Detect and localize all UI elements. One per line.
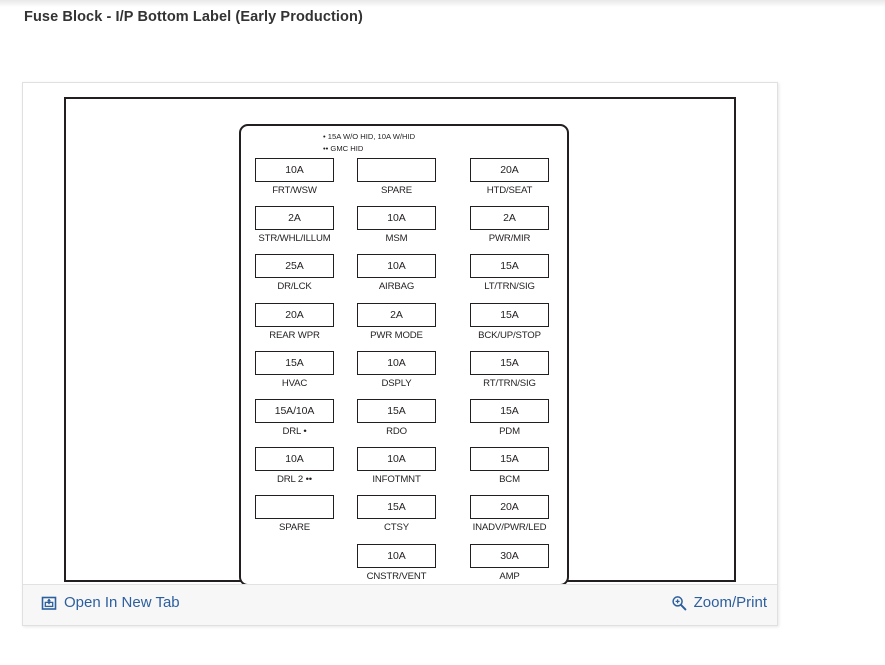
fuse-amp-box: 15A [357,399,436,423]
fuse-amp-box: 15A [470,447,549,472]
fuse-circuit-label: LT/TRN/SIG [484,281,535,293]
legend-note-1: • 15A W/O HID, 10A W/HID [323,132,416,141]
fuse-amp-box: 15A [470,302,549,327]
fuse-slot: 15A BCK/UP/STOP [462,302,566,351]
fuse-slot: 20A HTD/SEAT [462,158,566,206]
fuse-slot: 10A INFOTMNT [355,447,459,495]
fuse-amp-box: 2A [255,206,334,231]
viewer-toolbar: Open In New Tab Zoom/Print [23,584,777,625]
fuse-slot: SPARE [355,158,459,206]
magnifier-plus-icon [671,595,687,611]
fuse-slot: 15A CTSY [355,495,459,543]
fuse-circuit-label: PDM [499,426,520,437]
fuse-slot: 2A PWR/MIR [462,206,566,254]
fuse-amp-box: 20A [255,302,334,327]
fuse-amp-box: 30A [470,543,549,568]
fuse-circuit-label: MSM [385,233,408,245]
fuse-circuit-label: AMP [499,570,520,582]
fuse-slot: 15A LT/TRN/SIG [462,254,566,302]
fuse-slot: 15A/10A DRL • [253,399,357,447]
fuse-amp-box: 10A [255,158,334,182]
fuse-circuit-label: BCM [499,474,520,486]
legend-note-2: •• GMC HID [323,143,364,153]
open-in-new-tab-button[interactable]: Open In New Tab [41,594,180,611]
zoom-print-label: Zoom/Print [693,594,767,611]
fuse-circuit-label: CTSY [384,522,409,534]
fuse-circuit-label: DRL 2 •• [276,474,313,486]
fuse-circuit-label: BCK/UP/STOP [478,329,541,341]
fuse-amp-box [255,495,334,520]
page-title: Fuse Block - I/P Bottom Label (Early Pro… [24,9,363,25]
fuse-amp-box: 2A [470,206,549,231]
zoom-print-button[interactable]: Zoom/Print [671,594,767,611]
fuse-slot: SPARE [253,495,357,543]
fuse-circuit-label: DSPLY [381,377,412,389]
fuse-circuit-label: PWR MODE [370,329,423,341]
fuse-slot: 15A HVAC [253,350,357,399]
fuse-circuit-label: DRL • [282,426,307,437]
fuse-slot: 10A AIRBAG [355,254,459,302]
fuse-circuit-label: AIRBAG [378,281,415,293]
fuse-amp-box: 10A [255,447,334,472]
fuse-circuit-label: INFOTMNT [372,474,421,486]
external-link-icon [41,595,57,611]
fuse-circuit-label: PWR/MIR [488,233,531,245]
fuse-slot: 20A REAR WPR [253,302,357,351]
fuse-circuit-label: SPARE [380,185,413,196]
open-in-new-tab-label: Open In New Tab [64,594,180,611]
fuse-amp-box: 15A [470,254,549,279]
fuse-circuit-label: RT/TRN/SIG [483,377,536,389]
fuse-circuit-label: HVAC [281,377,308,389]
fuse-slot: 10A FRT/WSW [253,158,357,206]
legend-notes: • 15A W/O HID, 10A W/HID •• GMC HID [323,131,415,154]
fuse-circuit-label: INADV/PWR/LED [472,522,547,534]
fuse-slot: 25A DR/LCK [253,254,357,302]
fuse-block-diagram[interactable]: • 15A W/O HID, 10A W/HID •• GMC HID 10A F… [23,83,777,585]
diagram-outer-frame: • 15A W/O HID, 10A W/HID •• GMC HID 10A F… [64,97,736,585]
fuse-amp-box: 10A [357,543,436,568]
fuse-circuit-label: CNSTR/VENT [366,570,427,582]
fuse-amp-box: 10A [357,350,436,375]
fuse-slot: 2A STR/WHL/ILLUM [253,206,357,254]
fuse-circuit-label: REAR WPR [269,329,320,341]
fuse-slot: 10A MSM [355,206,459,254]
fuse-slot: 15A PDM [462,399,566,447]
fuse-amp-box: 15A [470,399,549,423]
fuse-slot: 15A RDO [355,399,459,447]
fuse-circuit-label: SPARE [278,522,311,534]
fuse-circuit-label: RDO [386,426,407,437]
fuse-slot: 2A PWR MODE [355,302,459,351]
fuse-slot: 15A RT/TRN/SIG [462,350,566,399]
fuse-amp-box [357,158,436,182]
fuse-amp-box: 10A [357,447,436,472]
fuse-circuit-label: DR/LCK [277,281,312,293]
top-gradient-strip [0,0,885,7]
fuse-block-label-frame: • 15A W/O HID, 10A W/HID •• GMC HID 10A F… [239,124,569,585]
fuse-slot: 20A INADV/PWR/LED [462,495,566,543]
fuse-amp-box: 15A [357,495,436,520]
fuse-slot: 10A CNSTR/VENT [355,543,459,585]
fuse-amp-box: 15A [470,350,549,375]
fuse-amp-box: 10A [357,206,436,231]
fuse-amp-box: 20A [470,158,549,182]
fuse-slot: 10A DRL 2 •• [253,447,357,495]
fuse-circuit-label: STR/WHL/ILLUM [258,233,331,245]
fuse-amp-box: 15A [255,350,334,375]
fuse-amp-box: 2A [357,302,436,327]
fuse-amp-box: 25A [255,254,334,279]
fuse-amp-box: 20A [470,495,549,520]
fuse-slot: 10A DSPLY [355,350,459,399]
fuse-amp-box: 15A/10A [255,399,334,423]
fuse-circuit-label: FRT/WSW [272,185,317,196]
image-viewer-panel: • 15A W/O HID, 10A W/HID •• GMC HID 10A F… [22,82,778,626]
fuse-circuit-label: HTD/SEAT [486,185,533,196]
fuse-amp-box: 10A [357,254,436,279]
fuse-slot: 30A AMP [462,543,566,585]
fuse-slot: 15A BCM [462,447,566,495]
